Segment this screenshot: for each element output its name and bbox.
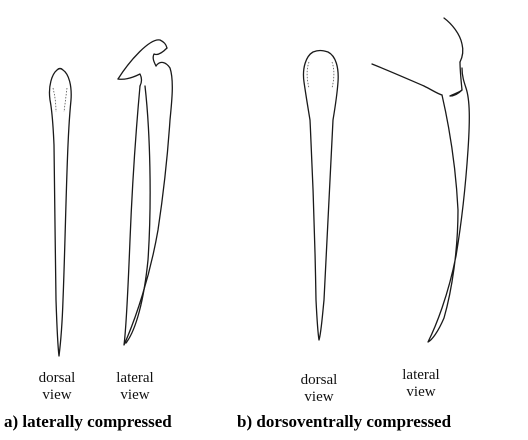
- panel-b-lateral-label-line1: lateral: [386, 367, 456, 384]
- panel-a-lateral-label-line2: view: [100, 387, 170, 404]
- panel-b-lateral-label: lateral view: [386, 367, 456, 401]
- panel-b-dorsal-label: dorsal view: [284, 372, 354, 406]
- panel-a-caption: a) laterally compressed: [4, 412, 172, 432]
- panel-a-lateral-label: lateral view: [100, 370, 170, 404]
- panel-a-dorsal-label: dorsal view: [22, 370, 92, 404]
- panel-b-lateral-label-line2: view: [386, 384, 456, 401]
- panel-b-dorsal-claw: [303, 51, 338, 341]
- panel-a-lateral-claw: [118, 40, 172, 345]
- panel-a-dorsal-claw: [49, 69, 71, 357]
- panel-b-caption: b) dorsoventrally compressed: [237, 412, 451, 432]
- panel-b-dorsal-label-line1: dorsal: [284, 372, 354, 389]
- panel-a-dorsal-label-line1: dorsal: [22, 370, 92, 387]
- panel-a-dorsal-label-line2: view: [22, 387, 92, 404]
- panel-b-lateral-claw: [372, 18, 469, 342]
- panel-a-lateral-label-line1: lateral: [100, 370, 170, 387]
- panel-b-dorsal-label-line2: view: [284, 389, 354, 406]
